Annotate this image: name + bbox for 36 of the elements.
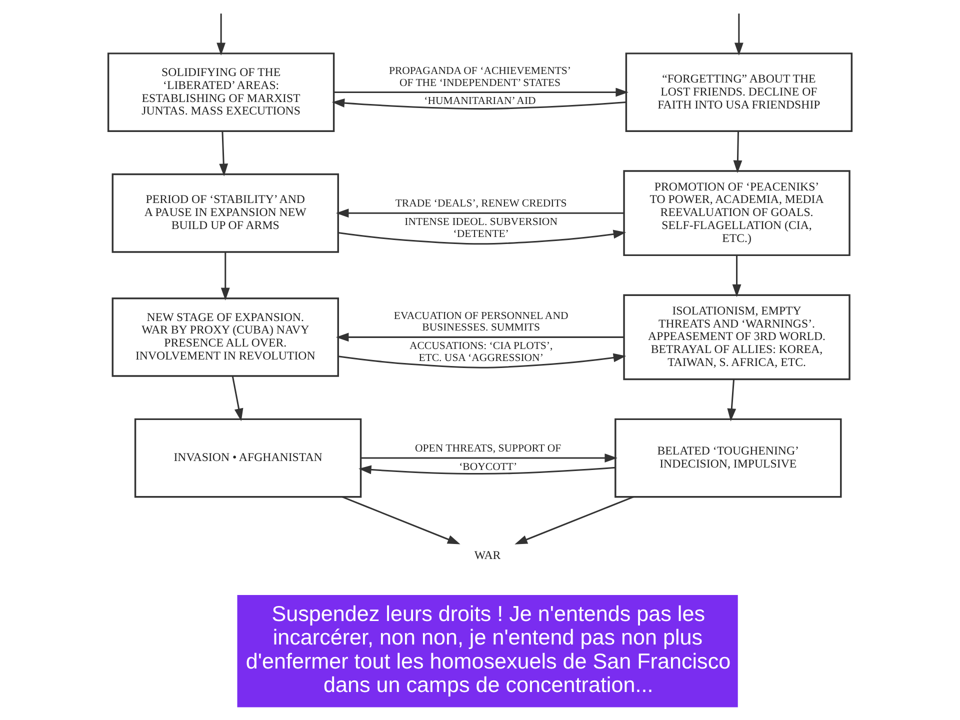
arrow <box>733 131 742 174</box>
arrow <box>734 14 744 56</box>
arrow <box>338 353 626 368</box>
arrow <box>219 131 228 176</box>
node-box: INVASION • AFGHANISTAN <box>134 418 362 498</box>
node-box: PROMOTION OF ‘PEACENIKS’ TO POWER, ACADEMIA, MEDIA REEVALUATION OF GOALS. SELF-FLAGELLATION (CIA, ETC.) <box>623 170 850 256</box>
edge-label: EVACUATION OF PERSONNEL AND BUSINESSES. SUMMITS <box>394 310 568 334</box>
arrow <box>334 88 628 97</box>
node-text: WAR <box>474 548 501 562</box>
arrow <box>336 208 624 218</box>
arrow <box>332 98 626 110</box>
node-box: SOLIDIFYING OF THE ‘LIBERATED’ AREAS: ESTABLISHING OF MARXIST JUNTAS. MASS EXECUTIONS <box>107 52 335 132</box>
arrow <box>336 332 624 342</box>
edge-label: ‘HUMANITARIAN’ AID <box>424 95 536 108</box>
edge-label: ACCUSATIONS: ‘CIA PLOTS’, ETC. USA ‘AGGRESSION’ <box>409 340 553 364</box>
edge-label: ‘BOYCOTT’ <box>459 460 518 473</box>
arrow <box>342 496 460 544</box>
node-box: NEW STAGE OF EXPANSION. WAR BY PROXY (CUBA) NAVY PRESENCE ALL OVER. INVOLVEMENT IN REVOLUTION <box>112 297 339 377</box>
arrow <box>232 376 244 422</box>
label: Suspendez leurs droits ! Je n'entends pas les incarcérer, non non, je n'entend pas non plus d'enfermer tout les homosexuels de San Francisco dans un camps de concentration... <box>246 600 731 698</box>
arrow <box>360 454 618 462</box>
edge-label: PROPAGANDA OF ‘ACHIEVEMENTS’ OF THE ‘INDEPENDENT’ STATES <box>388 64 572 89</box>
arrow <box>732 255 742 298</box>
arrow <box>216 14 226 56</box>
edge-label: INTENSE IDEOL. SUBVERSION ‘DETENTE’ <box>404 216 558 240</box>
arrow <box>220 252 230 301</box>
edge-label: TRADE ‘DEALS’, RENEW CREDITS <box>395 198 567 210</box>
node-box: “FORGETTING” ABOUT THE LOST FRIENDS. DECLINE OF FAITH INTO USA FRIENDSHIP <box>625 52 853 132</box>
edge-label: OPEN THREATS, SUPPORT OF <box>415 442 562 455</box>
arrow <box>358 465 616 474</box>
arrow <box>338 230 626 245</box>
node-box: ISOLATIONISM, EMPTY THREATS AND ‘WARNINGS’. APPEASEMENT OF 3RD WORLD. BETRAYAL OF ALLIES: KOREA, TAIWAN, S. AFRICA, ETC. <box>623 294 850 380</box>
arrow <box>727 379 736 422</box>
node-box: PERIOD OF ‘STABILITY’ AND A PAUSE IN EXPANSION NEW BUILD UP OF ARMS <box>112 173 339 253</box>
node-box: BELATED ‘TOUGHENING’ INDECISION, IMPULSIVE <box>614 418 842 498</box>
arrow <box>514 496 634 544</box>
